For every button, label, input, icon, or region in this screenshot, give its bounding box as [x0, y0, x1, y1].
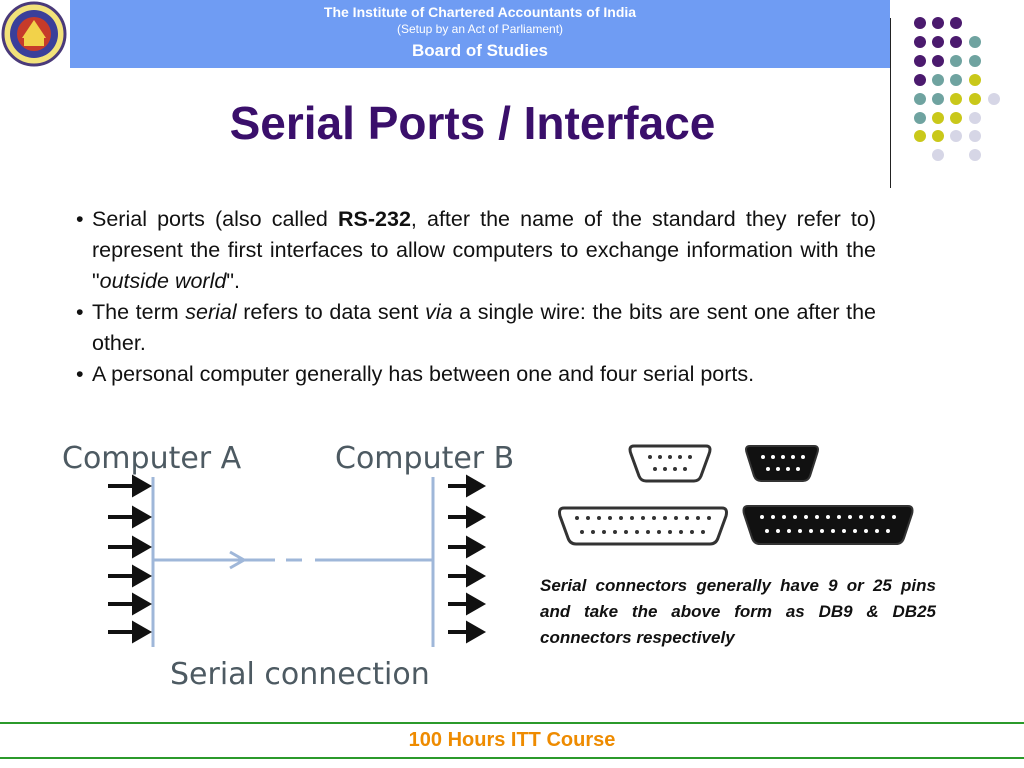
pin-dot	[820, 529, 824, 533]
bullet-item: • Serial ports (also called RS-232, afte…	[76, 204, 876, 297]
arrow-icon	[229, 550, 248, 570]
text-run: a single wire: the bits are sent one aft…	[92, 300, 876, 355]
pin-dot	[804, 515, 808, 519]
footer-text: 100 Hours ITT Course	[408, 729, 616, 751]
rs232-term: RS-232	[338, 207, 411, 231]
text-run: A personal computer generally has betwee…	[92, 362, 755, 386]
pin-dot	[864, 529, 868, 533]
pin-dot	[674, 516, 678, 520]
divider-line	[890, 18, 891, 188]
header-banner: The Institute of Chartered Accountants o…	[70, 0, 890, 68]
bullet-marker: •	[76, 362, 84, 386]
db25-black-connector	[742, 505, 914, 545]
serial-connection-label: Serial connection	[170, 657, 430, 692]
db9-white-connector	[628, 444, 712, 483]
slide-title: Serial Ports / Interface	[229, 97, 716, 149]
org-setup: (Setup by an Act of Parliament)	[396, 22, 564, 36]
pin-dot	[685, 516, 689, 520]
text-run: refers to data sent	[236, 300, 426, 324]
pin-dot	[782, 515, 786, 519]
pin-dot	[657, 530, 661, 534]
pin-dot	[635, 530, 639, 534]
text-run: , after the name of the standard they re…	[92, 207, 876, 293]
pin-dot	[663, 516, 667, 520]
pin-dot	[707, 516, 711, 520]
pin-dot	[859, 515, 863, 519]
pin-dot	[679, 530, 683, 534]
db-connectors-image	[558, 444, 914, 546]
serial-connection-diagram: Computer A Computer B Serial connection	[62, 441, 514, 692]
pin-dot	[586, 516, 590, 520]
pin-dot	[652, 516, 656, 520]
pin-dot	[696, 516, 700, 520]
org-name: The Institute of Chartered Accountants o…	[323, 4, 637, 20]
output-arrows-b	[448, 474, 487, 644]
db9-black-connector	[745, 445, 819, 482]
pin-dot	[815, 515, 819, 519]
pin-dot	[787, 529, 791, 533]
text-run: The term	[92, 300, 186, 324]
pin-dot	[624, 530, 628, 534]
pin-dot	[608, 516, 612, 520]
footer-rule-bottom	[0, 757, 1024, 759]
decorative-dot-grid	[914, 17, 1000, 161]
bullet-marker: •	[76, 300, 84, 324]
pin-dot	[602, 530, 606, 534]
pin-dot	[630, 516, 634, 520]
board-name: Board of Studies	[411, 41, 548, 60]
text-run: Serial ports (also called	[92, 207, 338, 231]
pin-dot	[619, 516, 623, 520]
icai-logo-icon	[1, 1, 67, 67]
bullet-item: • The term serial refers to data sent vi…	[76, 297, 876, 359]
pin-dot	[771, 515, 775, 519]
pin-dot	[613, 530, 617, 534]
pin-dot	[690, 530, 694, 534]
via-term: via	[425, 300, 453, 324]
computer-b-label: Computer B	[335, 441, 514, 476]
pin-dot	[641, 516, 645, 520]
footer-rule-top	[0, 722, 1024, 724]
pin-dot	[826, 515, 830, 519]
pin-dot	[646, 530, 650, 534]
pin-dot	[870, 515, 874, 519]
bullet-list: • Serial ports (also called RS-232, afte…	[76, 204, 876, 390]
pin-dot	[881, 515, 885, 519]
pin-dot	[853, 529, 857, 533]
pin-dot	[668, 530, 672, 534]
bullet-marker: •	[76, 207, 84, 231]
pin-dot	[848, 515, 852, 519]
pin-dot	[809, 529, 813, 533]
pin-dot	[776, 529, 780, 533]
pin-dot	[597, 516, 601, 520]
computer-a-label: Computer A	[62, 441, 242, 476]
pin-dot	[575, 516, 579, 520]
pin-dot	[842, 529, 846, 533]
pin-dot	[793, 515, 797, 519]
db25-white-connector	[558, 506, 728, 546]
input-arrows-a	[108, 474, 153, 644]
text-run: ".	[226, 269, 240, 293]
pin-dot	[765, 529, 769, 533]
pin-dot	[886, 529, 890, 533]
connector-caption: Serial connectors generally have 9 or 25…	[540, 576, 936, 647]
serial-term: serial	[185, 300, 237, 324]
bullet-item: • A personal computer generally has betw…	[76, 359, 876, 390]
pin-dot	[837, 515, 841, 519]
pin-dot	[892, 515, 896, 519]
pin-dot	[831, 529, 835, 533]
pin-dot	[580, 530, 584, 534]
pin-dot	[591, 530, 595, 534]
pin-dot	[875, 529, 879, 533]
pin-dot	[798, 529, 802, 533]
pin-dot	[760, 515, 764, 519]
pin-dot	[701, 530, 705, 534]
outside-world-term: outside world	[99, 269, 227, 293]
